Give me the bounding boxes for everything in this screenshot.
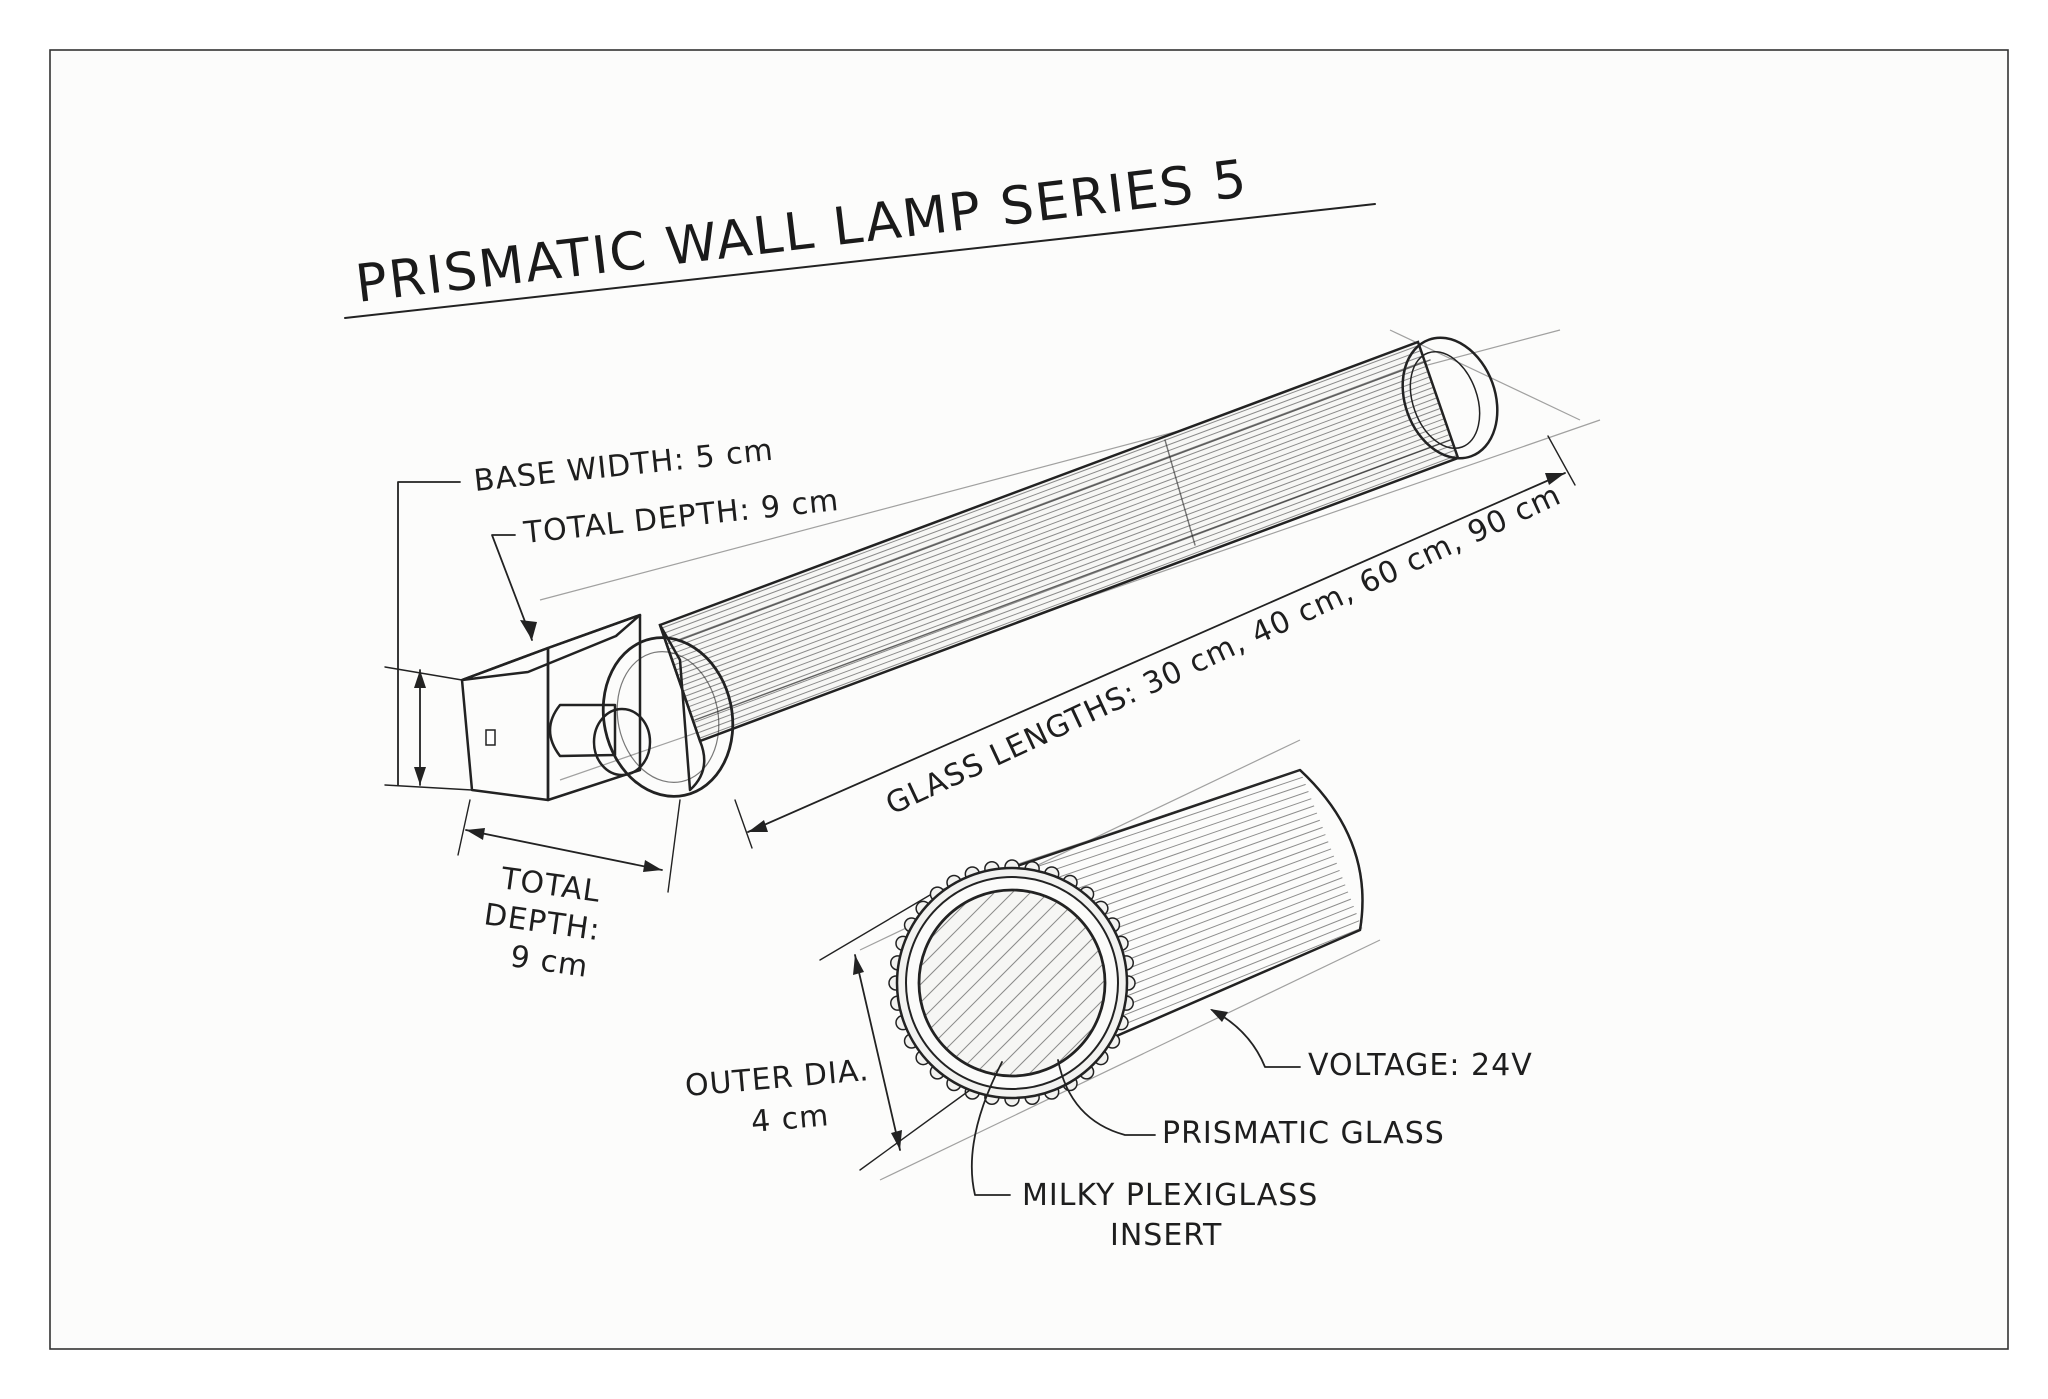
hatch-stroke [672, 375, 1432, 660]
cross-section-annotations [819, 894, 1301, 1196]
label-voltage: VOLTAGE: 24V [1308, 1048, 1533, 1083]
lamp-assembly [460, 329, 1601, 802]
end-cap-far [1401, 336, 1499, 460]
hatch-stroke [681, 402, 1441, 687]
hatch-stroke [919, 890, 1005, 1076]
hatch-stroke [698, 449, 1457, 734]
label-milky-insert-line-2: INSERT [1110, 1218, 1222, 1253]
hatch-stroke [1037, 890, 1105, 1076]
hatch-stroke [919, 890, 1041, 1076]
hatch-stroke [965, 890, 1105, 1076]
hatch-stroke [919, 890, 1059, 1076]
hatch-stroke [692, 433, 1451, 718]
hatch-stroke [667, 360, 1426, 645]
wall-base [460, 613, 642, 802]
hatch-stroke [679, 396, 1439, 681]
hatch-stroke [669, 365, 1428, 650]
hatch-stroke [661, 344, 1421, 629]
tube-cross-section [859, 739, 1381, 1181]
hatch-stroke [699, 454, 1458, 739]
hatch-stroke [947, 890, 1105, 1076]
hatch-stroke [687, 417, 1446, 702]
hatch-stroke [678, 391, 1437, 676]
hatch-stroke [919, 890, 1077, 1076]
hatch-stroke [690, 428, 1450, 713]
hatch-stroke [1019, 890, 1105, 1076]
hatch-stroke [674, 381, 1433, 666]
glass-tube-body [658, 340, 1460, 743]
hatch-stroke [685, 412, 1444, 697]
hatch-stroke [683, 407, 1442, 692]
hatch-stroke [919, 890, 1023, 1076]
label-milky-insert-line-1: MILKY PLEXIGLASS [1022, 1178, 1318, 1213]
hatch-stroke [983, 890, 1105, 1076]
hatch-stroke [696, 444, 1455, 728]
hatch-stroke [676, 386, 1435, 671]
hatch-stroke [663, 349, 1422, 634]
connector-knob [548, 703, 652, 777]
hatch-stroke [665, 355, 1424, 639]
label-outer-dia-line-2: 4 cm [750, 1098, 831, 1140]
hatch-stroke [670, 370, 1430, 655]
hatch-stroke [688, 423, 1448, 708]
dimension-lines [384, 435, 1576, 893]
hatch-stroke [919, 890, 987, 1076]
end-cap-near [601, 623, 735, 798]
label-prismatic-glass: PRISMATIC GLASS [1162, 1116, 1445, 1151]
hatch-stroke [1001, 890, 1105, 1076]
sheet-frame [49, 49, 2009, 1350]
